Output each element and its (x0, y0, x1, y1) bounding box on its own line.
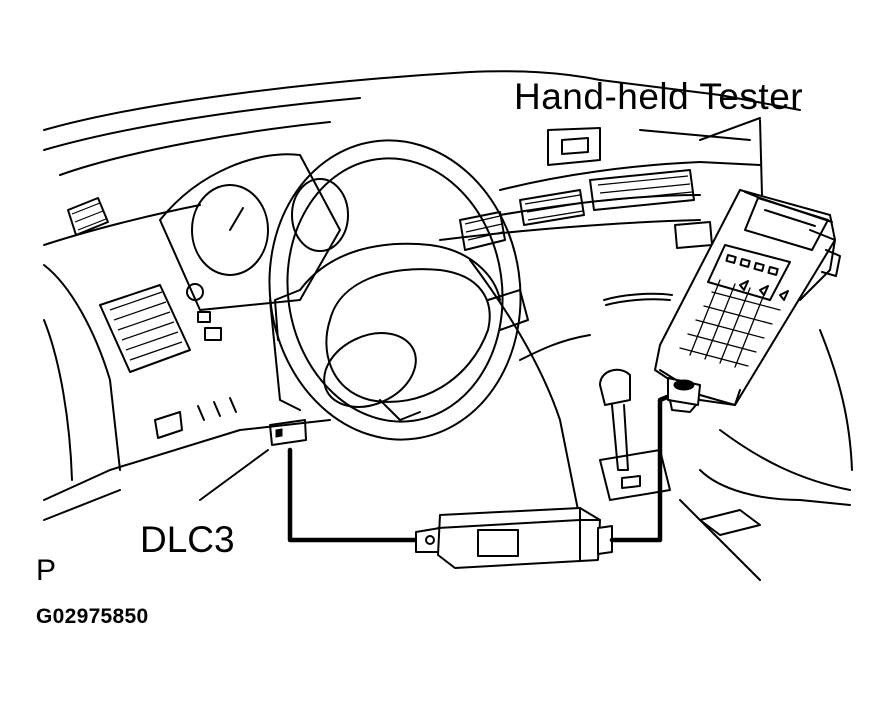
dlc3-label: DLC3 (140, 519, 235, 560)
view-marker-label: P (36, 554, 57, 587)
hand-held-tester (654, 117, 841, 413)
instrument-cluster (159, 153, 349, 341)
leader-lines (759, 119, 763, 196)
dashboard-outline (43, 70, 853, 581)
steering-wheel (268, 139, 529, 441)
hand-held-tester-label: Hand-held Tester (514, 76, 804, 117)
cable-tester-side (609, 392, 675, 543)
center-console (459, 169, 713, 501)
cable-adapter (425, 507, 613, 569)
cable-dlc3-side (287, 447, 441, 553)
left-air-vent (67, 197, 237, 439)
dlc3-port (199, 419, 307, 501)
figure-code-label: G02975850 (36, 605, 149, 628)
